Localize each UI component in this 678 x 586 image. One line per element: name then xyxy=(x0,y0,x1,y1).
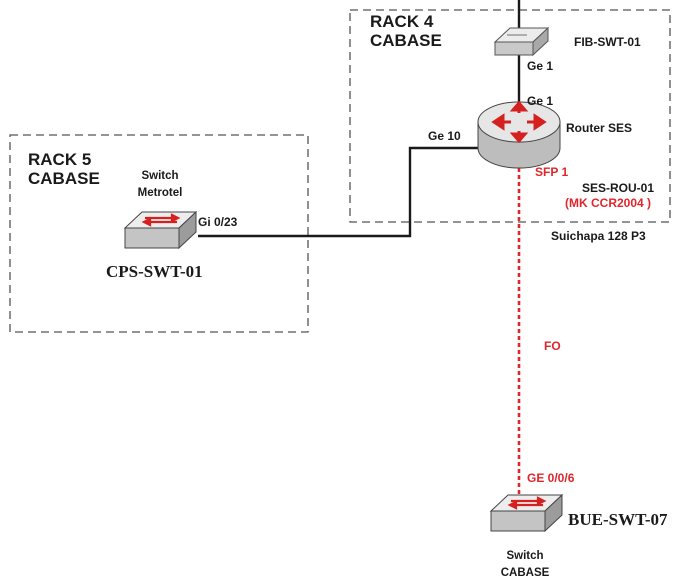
fib-switch-name: FIB-SWT-01 xyxy=(574,35,641,49)
router-location: Suichapa 128 P3 xyxy=(551,229,646,243)
switch-icon xyxy=(123,210,198,250)
cps-switch-label-line2: Metrotel xyxy=(137,187,183,199)
router-name: SES-ROU-01 xyxy=(582,181,655,195)
fib-port-ge1: Ge 1 xyxy=(527,59,554,73)
bue-port-ge006: GE 0/0/6 xyxy=(527,471,575,485)
cps-switch-name: CPS-SWT-01 xyxy=(106,262,203,281)
rack-5-title-line2: CABASE xyxy=(28,169,100,188)
router-model: (MK CCR2004 ) xyxy=(565,196,652,210)
router-icon xyxy=(477,100,561,169)
bue-switch-label-line2: CABASE xyxy=(500,567,550,579)
modem-icon xyxy=(493,26,550,57)
fiber-label: FO xyxy=(544,339,561,353)
rack-4-title-line1: RACK 4 xyxy=(370,12,434,31)
router-port-sfp1: SFP 1 xyxy=(535,165,569,179)
rack-4-title: RACK 4 CABASE xyxy=(370,12,442,50)
bue-switch-label: Switch CABASE xyxy=(490,548,560,582)
cps-switch-label: Switch Metrotel xyxy=(130,168,190,202)
rack-5-boundary xyxy=(9,134,309,333)
bue-switch-label-line1: Switch xyxy=(506,550,544,562)
cps-switch-label-line1: Switch xyxy=(141,170,179,182)
switch-icon xyxy=(489,493,564,533)
bue-switch-name: BUE-SWT-07 xyxy=(568,510,668,529)
rack-5-title-line1: RACK 5 xyxy=(28,150,92,169)
router-port-ge1: Ge 1 xyxy=(527,94,554,108)
rack-4-title-line2: CABASE xyxy=(370,31,442,50)
rack-5-title: RACK 5 CABASE xyxy=(28,150,100,188)
rack-4-boundary xyxy=(349,9,671,223)
router-label: Router SES xyxy=(566,121,633,135)
link-router-cps xyxy=(198,146,478,238)
router-port-ge10: Ge 10 xyxy=(428,129,461,143)
cps-port-gi023: Gi 0/23 xyxy=(198,215,238,229)
